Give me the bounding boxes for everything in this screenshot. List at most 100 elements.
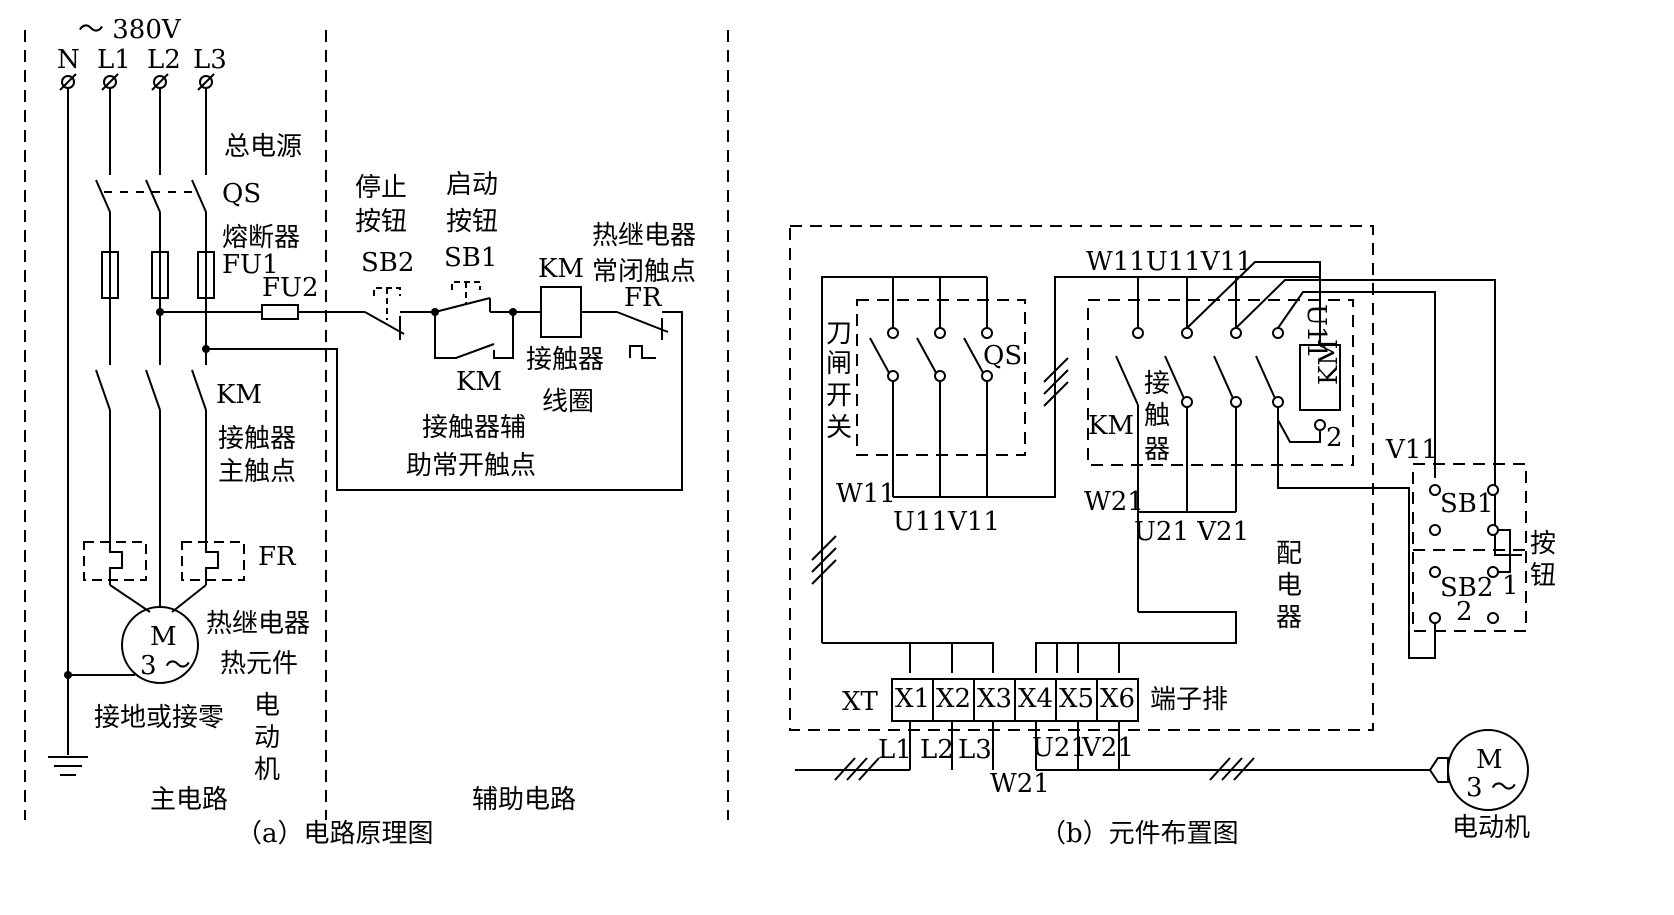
- aux-contact-label-2: 助常开触点: [406, 451, 536, 481]
- coil-km-label: KM: [538, 254, 584, 284]
- main-power-label: 总电源: [224, 132, 302, 162]
- panel-a-circuit: ～ 380V N L1 L2 L3: [24, 15, 729, 849]
- button-num-2: 2: [1456, 597, 1473, 627]
- buttons-label-2: 钮: [1530, 561, 1556, 591]
- fr-thermal-elements: [83, 540, 245, 585]
- motor-a-phase: 3 ～: [140, 651, 191, 681]
- km-coil: [540, 286, 582, 338]
- km-to-terminals: [1035, 611, 1237, 673]
- motor-b-phase: 3 ～: [1466, 773, 1517, 803]
- button-num-1: 1: [1502, 571, 1519, 601]
- km-contacts-b: KM: [1115, 261, 1522, 659]
- phase-wires-km-fr: [109, 410, 207, 540]
- motor-a-m: M: [150, 622, 177, 652]
- motor-drops: [1035, 721, 1120, 770]
- bottom-v21-label: V21: [1081, 733, 1134, 763]
- distribution-panel: [789, 225, 1374, 731]
- terminal-x6: X6: [1100, 684, 1135, 714]
- aux-contact-label-1: 接触器辅: [422, 413, 526, 443]
- fu1-fuses: [101, 251, 215, 299]
- qs-switches-b: [821, 276, 1320, 643]
- km-coil-box: [1299, 344, 1341, 411]
- km-main-contact-label-1: 接触器: [218, 424, 296, 454]
- sb2-label: SB2: [361, 248, 414, 278]
- thermal-element-label-1: 热继电器: [206, 609, 310, 639]
- nc-contact-label-1: 热继电器: [592, 221, 696, 251]
- w21-bottom-label: W21: [990, 769, 1050, 799]
- w21-top-label: W21: [1084, 487, 1144, 517]
- fu1-label: FU1: [222, 250, 279, 280]
- terminal-x5: X5: [1059, 684, 1094, 714]
- start-button-label-1: 启动: [446, 170, 498, 200]
- aux-km-label: KM: [456, 367, 502, 397]
- u11-vertical-label: U11: [1301, 304, 1331, 359]
- coil-label-2: 线圈: [542, 387, 594, 417]
- phase-l3-label: L3: [193, 45, 227, 75]
- thermal-element-label-2: 热元件: [220, 649, 298, 679]
- contactor-label-2: 触: [1144, 401, 1170, 431]
- caption-a: （a）电路原理图: [236, 819, 434, 849]
- buttons-label-1: 按: [1530, 529, 1556, 559]
- km-b-label: KM: [1088, 411, 1134, 441]
- panel-label-1: 配: [1276, 539, 1302, 569]
- bottom-u21-label: U21: [1032, 733, 1087, 763]
- contactor-label-3: 器: [1144, 435, 1170, 465]
- panel-label-3: 器: [1276, 603, 1302, 633]
- xt-label: XT: [842, 687, 879, 717]
- panel-label-2: 电: [1276, 571, 1302, 601]
- fu2-label: FU2: [262, 273, 319, 303]
- phase-l2-label: L2: [147, 45, 181, 75]
- phase-wires-fu-km: [109, 298, 207, 365]
- motor-b: M 3 ～: [1428, 729, 1529, 811]
- km-leads-to-terminals: [1077, 643, 1120, 673]
- phase-l1-label: L1: [97, 45, 131, 75]
- km-main-contacts: [95, 369, 207, 411]
- motor-label-1: 电: [254, 691, 280, 721]
- terminal-x2: X2: [936, 684, 971, 714]
- w11-label: W11: [836, 479, 896, 509]
- nc-contact-label-2: 常闭触点: [592, 257, 696, 287]
- bottom-l2-label: L2: [920, 735, 954, 765]
- terminal-x4: X4: [1018, 684, 1053, 714]
- fr-contact-label: FR: [624, 283, 663, 313]
- u21v21-label: U21 V21: [1134, 517, 1249, 547]
- coil-terminal-label: 2: [1326, 423, 1343, 453]
- v11-label: V11: [1385, 435, 1438, 465]
- start-button-label-2: 按钮: [446, 207, 498, 237]
- bottom-l1-label: L1: [878, 735, 912, 765]
- motor-b-label: 电动机: [1452, 813, 1530, 843]
- phase-wires-qs-fu: [109, 212, 207, 252]
- km-main-contact-label-2: 主触点: [218, 457, 296, 487]
- fr-label: FR: [258, 542, 297, 572]
- stop-button-label-2: 按钮: [355, 207, 407, 237]
- km-coil-box-label: KM: [1314, 339, 1344, 385]
- supply-terminals: [59, 73, 215, 91]
- caption-b: （b）元件布置图: [1040, 819, 1239, 849]
- main-circuit-label: 主电路: [150, 785, 228, 815]
- u11v11-label: U11V11: [893, 507, 1000, 537]
- motor-label-3: 机: [254, 755, 280, 785]
- terminal-x1: X1: [895, 684, 930, 714]
- qs-b-label: QS: [983, 341, 1022, 371]
- switch-label-2: 闸: [826, 349, 852, 379]
- motor-label-2: 动: [254, 723, 280, 753]
- terminal-strip-label: 端子排: [1150, 685, 1228, 715]
- motor-a: M 3 ～: [121, 606, 199, 684]
- motor-leads: [109, 584, 207, 613]
- phase-wires-top: [109, 88, 207, 175]
- control-circuit: FU2: [160, 273, 683, 491]
- fu2-fuse: [261, 304, 299, 320]
- voltage-label: ～ 380V: [78, 15, 182, 45]
- bundle-slashes: [811, 357, 1069, 585]
- sb2-b-label: SB2: [1440, 573, 1493, 603]
- phase-n-label: N: [57, 45, 80, 75]
- bottom-l3-label: L3: [958, 735, 992, 765]
- button-terminals: [1429, 484, 1511, 624]
- km-label: KM: [216, 380, 262, 410]
- km-box: [1087, 299, 1354, 466]
- terminal-x3: X3: [977, 684, 1012, 714]
- top-wires-label: W11U11V11: [1086, 247, 1253, 277]
- contactor-label-1: 接: [1144, 369, 1170, 399]
- qs-to-terminals: [822, 642, 994, 673]
